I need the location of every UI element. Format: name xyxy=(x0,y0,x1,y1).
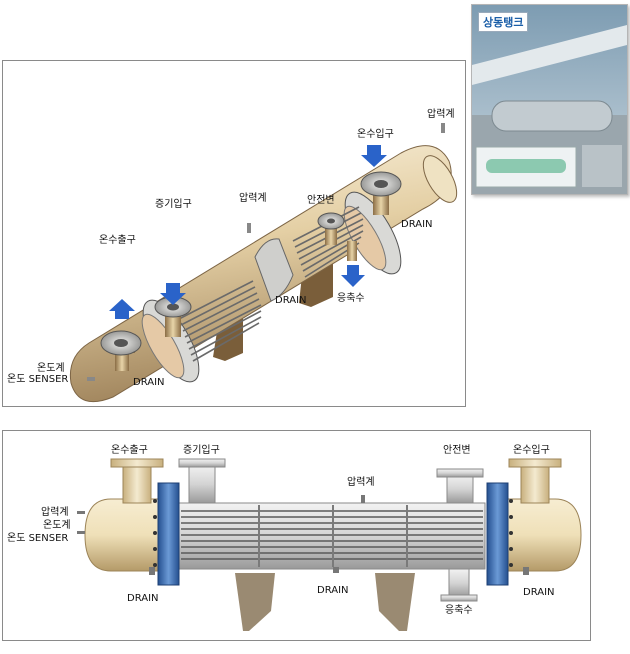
label-safety-valve: 안전변 xyxy=(307,194,335,206)
label-condensate: 응축수 xyxy=(445,604,473,616)
label-hot-water-outlet: 온수출구 xyxy=(111,444,148,456)
factory-photo-image xyxy=(472,5,627,194)
arrow-down-steam-inlet xyxy=(160,283,186,305)
flange-bolts-left xyxy=(153,499,157,567)
label-pressure-gauge-mid: 압력계 xyxy=(239,191,267,204)
gauge-stub-left-2 xyxy=(77,531,85,534)
steam-inlet-nozzle xyxy=(178,458,226,504)
saddle-support-right xyxy=(375,573,415,631)
label-drain-left: DRAIN xyxy=(127,593,159,604)
label-drain-left: DRAIN xyxy=(133,377,165,388)
label-steam-inlet: 증기입구 xyxy=(155,197,192,210)
steam-inlet-nozzle xyxy=(154,296,192,337)
label-drain-right: DRAIN xyxy=(401,219,433,230)
side-view-diagram-panel: 온수출구 증기입구 안전변 온수입구 압력계 압력계 온도계 온도 SENSER… xyxy=(2,430,591,641)
label-pressure-gauge-right: 압력계 xyxy=(427,107,455,120)
drain-stub-mid xyxy=(333,567,339,573)
safety-valve-nozzle xyxy=(436,468,484,504)
condensate-nozzle xyxy=(347,241,357,261)
label-condensate: 응축수 xyxy=(337,292,365,304)
flange-right xyxy=(343,191,402,275)
pressure-gauge-stub-mid xyxy=(247,223,251,233)
hot-water-inlet-nozzle xyxy=(360,171,402,215)
hot-water-inlet-nozzle xyxy=(508,458,562,504)
arrow-down-hot-water-inlet xyxy=(361,145,387,167)
hot-water-outlet-nozzle xyxy=(100,330,142,371)
pressure-gauge-stub-right xyxy=(441,123,445,133)
thermometer-stub xyxy=(87,377,95,381)
label-hot-water-inlet: 온수입구 xyxy=(357,127,394,140)
label-drain-right: DRAIN xyxy=(523,587,555,598)
flange-left xyxy=(141,299,200,383)
safety-valve-nozzle xyxy=(317,212,345,245)
isometric-exchanger-drawing: 온수입구 압력계 안전변 증기입구 압력계 DRAIN 온수출구 DRAIN 응… xyxy=(7,107,458,403)
label-hot-water-inlet: 온수입구 xyxy=(513,443,550,456)
tube-bundle-cutaway-left xyxy=(178,280,262,362)
label-thermometer: 온도계 xyxy=(37,362,65,374)
label-steam-inlet: 증기입구 xyxy=(183,443,220,456)
shell-head-right xyxy=(507,498,582,572)
saddle-support-left xyxy=(235,573,275,631)
condensate-nozzle xyxy=(440,568,478,602)
factory-photo: 상동탱크 xyxy=(471,4,628,195)
isometric-diagram-panel: 온수입구 압력계 안전변 증기입구 압력계 DRAIN 온수출구 DRAIN 응… xyxy=(2,60,466,407)
label-hot-water-outlet: 온수출구 xyxy=(99,234,136,246)
flow-arrows xyxy=(109,145,387,319)
hot-water-outlet-nozzle xyxy=(110,458,164,504)
photo-title: 상동탱크 xyxy=(478,12,529,32)
shell-head-left xyxy=(84,498,159,572)
baffle-plate xyxy=(254,238,294,302)
label-pressure-gauge-left: 압력계 xyxy=(41,505,69,518)
label-pressure-gauge-top: 압력계 xyxy=(347,475,375,488)
label-thermometer: 온도계 xyxy=(43,519,71,531)
blue-flange-left xyxy=(157,482,180,586)
label-temp-sensor: 온도 SENSER xyxy=(7,373,68,385)
blue-flange-right xyxy=(486,482,509,586)
pressure-gauge-stub xyxy=(361,495,365,503)
label-drain-mid: DRAIN xyxy=(317,585,349,596)
arrow-down-condensate xyxy=(341,265,365,287)
drain-stub-right xyxy=(523,567,529,575)
label-temp-sensor: 온도 SENSER xyxy=(7,532,68,544)
label-drain-mid: DRAIN xyxy=(275,295,307,306)
drain-stub-left xyxy=(149,567,155,575)
flange-bolts-right xyxy=(509,499,513,567)
arrow-up-hot-water-outlet xyxy=(109,299,135,319)
side-view-exchanger-drawing: 온수출구 증기입구 안전변 온수입구 압력계 압력계 온도계 온도 SENSER… xyxy=(7,443,582,631)
baffles xyxy=(258,505,408,567)
gauge-stub-left-1 xyxy=(77,511,85,514)
label-safety-valve: 안전변 xyxy=(443,444,471,456)
